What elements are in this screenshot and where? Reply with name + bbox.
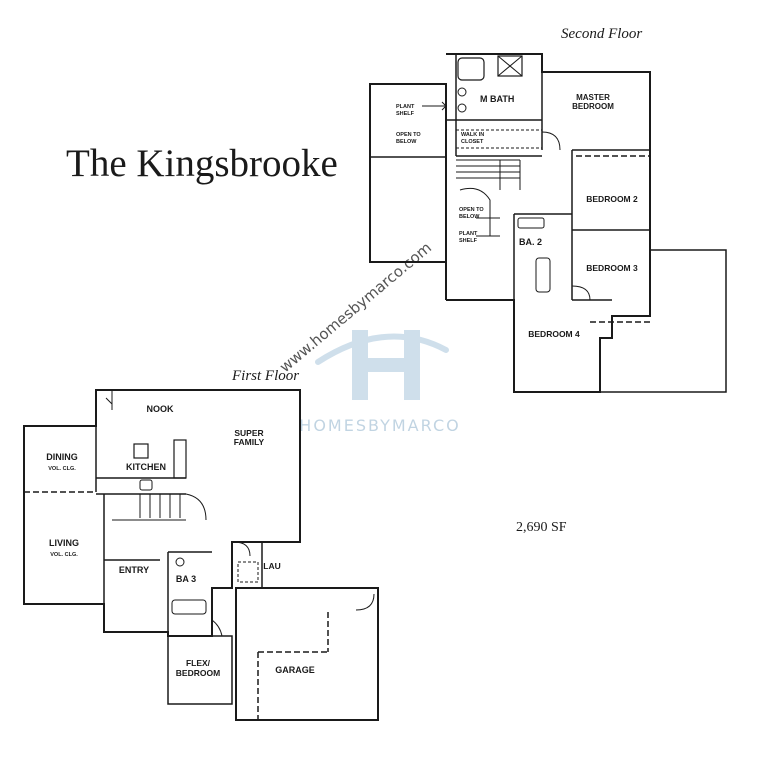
plant-shelf-mid-line2: SHELF [459,238,478,244]
room-flex-line1: FLEX/ [186,658,211,668]
room-master-bedroom-line1: MASTER [576,93,610,102]
open-to-below-mid-line2: BELOW [459,214,480,220]
first-floor-plan [23,389,379,721]
walk-in-closet-line2: CLOSET [461,139,484,145]
room-master-bath: M BATH [480,94,514,104]
room-bedroom-2: BEDROOM 2 [586,194,638,204]
room-dining: DINING [46,452,78,462]
room-super-family-line1: SUPER [234,428,263,438]
plant-shelf-top-line2: SHELF [396,111,415,117]
logo-mark [315,330,449,400]
room-flex-line2: BEDROOM [176,668,220,678]
walk-in-closet-line1: WALK IN [461,132,484,138]
plant-shelf-top-line1: PLANT [396,104,415,110]
room-bath-2: BA. 2 [519,237,542,247]
room-bedroom-3: BEDROOM 3 [586,263,638,273]
first-floor-caption: First Floor [231,368,299,384]
room-entry: ENTRY [119,565,149,575]
plant-shelf-mid-line1: PLANT [459,231,478,237]
room-bath-3: BA 3 [176,574,196,584]
room-super-family-line2: FAMILY [234,437,265,447]
square-footage: 2,690 SF [516,520,567,535]
first-floor-labels: NOOK SUPER FAMILY DINING VOL. CLG. KITCH… [46,404,315,678]
second-floor-plan [369,53,727,393]
room-garage: GARAGE [275,665,315,675]
dining-ceiling-note: VOL. CLG. [48,466,76,472]
living-ceiling-note: VOL. CLG. [50,552,78,558]
room-nook: NOOK [147,404,175,414]
plan-title: The Kingsbrooke [66,142,338,185]
room-living: LIVING [49,538,79,548]
open-to-below-mid-line1: OPEN TO [459,207,484,213]
room-bedroom-4: BEDROOM 4 [528,329,580,339]
room-master-bedroom-line2: BEDROOM [572,102,614,111]
second-floor-caption: Second Floor [561,26,642,42]
room-kitchen: KITCHEN [126,462,166,472]
watermark-brand: HOMESBYMARCO [299,416,460,435]
second-floor-labels: M BATH MASTER BEDROOM PLANT SHELF OPEN T… [396,93,638,339]
open-to-below-top-line1: OPEN TO [396,132,421,138]
watermark: HOMESBYMARCO [299,330,460,435]
room-laundry: LAU [263,561,280,571]
open-to-below-top-line2: BELOW [396,139,417,145]
